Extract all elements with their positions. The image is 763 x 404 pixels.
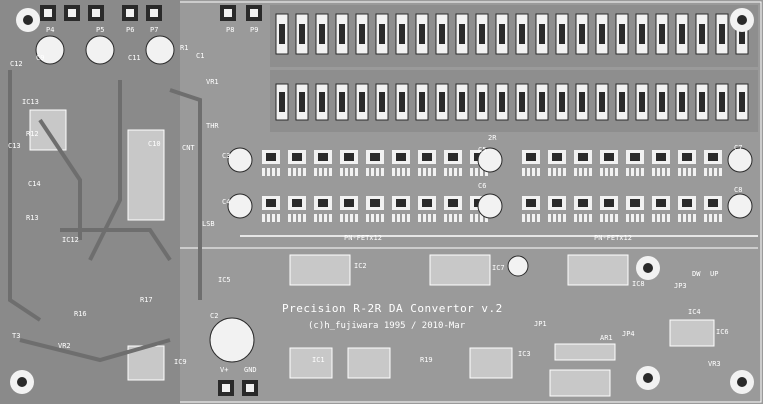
label-p5: P5 <box>96 26 104 34</box>
label-vr2: VR2 <box>58 342 71 350</box>
fet-pad <box>262 150 280 176</box>
label-c10: C10 <box>148 140 161 148</box>
label-r17: R17 <box>140 296 153 304</box>
label-p6: P6 <box>126 26 134 34</box>
board-title: Precision R-2R DA Convertor v.2 <box>282 302 503 315</box>
label-r16: R16 <box>74 310 87 318</box>
label-c3: C3 <box>222 152 230 160</box>
label-p9: P9 <box>250 26 258 34</box>
mounting-holes <box>10 8 754 394</box>
label-jp4: JP4 <box>622 330 635 338</box>
fet-pad <box>288 196 306 222</box>
label-2r: 2R <box>488 134 497 142</box>
label-ic2: IC2 <box>354 262 367 270</box>
label-c8: C8 <box>734 186 742 194</box>
label-ic13: IC13 <box>22 98 39 106</box>
label-c2: C2 <box>210 312 218 320</box>
fet-pad <box>626 150 644 176</box>
label-up: UP <box>710 270 718 278</box>
label-p4: P4 <box>46 26 54 34</box>
label-ic3: IC3 <box>518 350 531 358</box>
label-r13: R13 <box>26 214 39 222</box>
label-ic7: IC7 <box>492 264 505 272</box>
fet-pad <box>392 150 410 176</box>
fet-pad <box>340 150 358 176</box>
label-ar1: AR1 <box>600 334 613 342</box>
label-vplus: V+ <box>220 366 228 374</box>
label-c9: C9 <box>36 54 44 62</box>
fet-pad <box>366 196 384 222</box>
label-cnt: CNT <box>182 144 195 152</box>
label-jp1: JP1 <box>534 320 547 328</box>
label-ic5: IC5 <box>218 276 231 284</box>
label-r12: R12 <box>26 130 39 138</box>
fet-pad <box>652 196 670 222</box>
label-c1: C1 <box>196 52 204 60</box>
label-c14: C14 <box>28 180 41 188</box>
fet-pad <box>444 196 462 222</box>
label-p7: P7 <box>150 26 158 34</box>
fet-pad <box>600 150 618 176</box>
label-ic4: IC4 <box>688 308 701 316</box>
resistor-ladder-top <box>270 5 758 132</box>
board-copyright: (c)h_fujiwara 1995 / 2010-Mar <box>308 321 466 331</box>
label-gnd: GND <box>244 366 257 374</box>
fet-pad <box>626 196 644 222</box>
label-ic9: IC9 <box>174 358 187 366</box>
fet-pad <box>314 196 332 222</box>
fet-pad <box>340 196 358 222</box>
fet-pad <box>262 196 280 222</box>
fet-pad <box>418 150 436 176</box>
fet-pad <box>574 150 592 176</box>
copper-traces <box>8 70 202 363</box>
label-p8: P8 <box>226 26 234 34</box>
silkscreen-labels: Precision R-2R DA Convertor v.2 (c)h_fuj… <box>8 26 742 374</box>
label-lsb: LSB <box>202 220 215 228</box>
label-ic12: IC12 <box>62 236 79 244</box>
label-r19: R19 <box>420 356 433 364</box>
resistor-row-mid <box>275 83 749 121</box>
fet-pad <box>392 196 410 222</box>
fet-pad <box>600 196 618 222</box>
label-jp3: JP3 <box>674 282 687 290</box>
label-c6: C6 <box>478 182 486 190</box>
fet-pad <box>444 150 462 176</box>
fet-pad <box>522 150 540 176</box>
label-vr3: VR3 <box>708 360 721 368</box>
label-pnfet-right: PN-FETx12 <box>594 234 632 242</box>
fet-pad <box>678 196 696 222</box>
fet-pad <box>418 196 436 222</box>
fet-pad <box>548 196 566 222</box>
label-c12: C12 <box>10 60 23 68</box>
fet-pad <box>548 150 566 176</box>
label-ic8: IC8 <box>632 280 645 288</box>
label-thr: THR <box>206 122 219 130</box>
label-c13: C13 <box>8 142 21 150</box>
label-c7: C7 <box>734 144 742 152</box>
label-ic1: IC1 <box>312 356 325 364</box>
fet-pad <box>288 150 306 176</box>
label-c5: C5 <box>478 146 486 154</box>
resistor-row-top <box>275 13 749 55</box>
fet-pad <box>574 196 592 222</box>
label-c4: C4 <box>222 198 230 206</box>
fet-pad <box>704 196 722 222</box>
fet-pad <box>522 196 540 222</box>
label-pnfet-left: PN-FETx12 <box>344 234 382 242</box>
label-ic6: IC6 <box>716 328 729 336</box>
fet-array <box>262 150 722 222</box>
fet-pad <box>652 150 670 176</box>
fet-pad <box>704 150 722 176</box>
label-r1: R1 <box>180 44 188 52</box>
label-dw: DW <box>692 270 701 278</box>
label-vr1: VR1 <box>206 78 219 86</box>
fet-pad <box>366 150 384 176</box>
label-t3: T3 <box>12 332 20 340</box>
power-connectors <box>40 5 262 396</box>
label-c11: C11 <box>128 54 141 62</box>
electrolytic-capacitors <box>35 35 753 363</box>
fet-pad <box>678 150 696 176</box>
fet-pad <box>314 150 332 176</box>
